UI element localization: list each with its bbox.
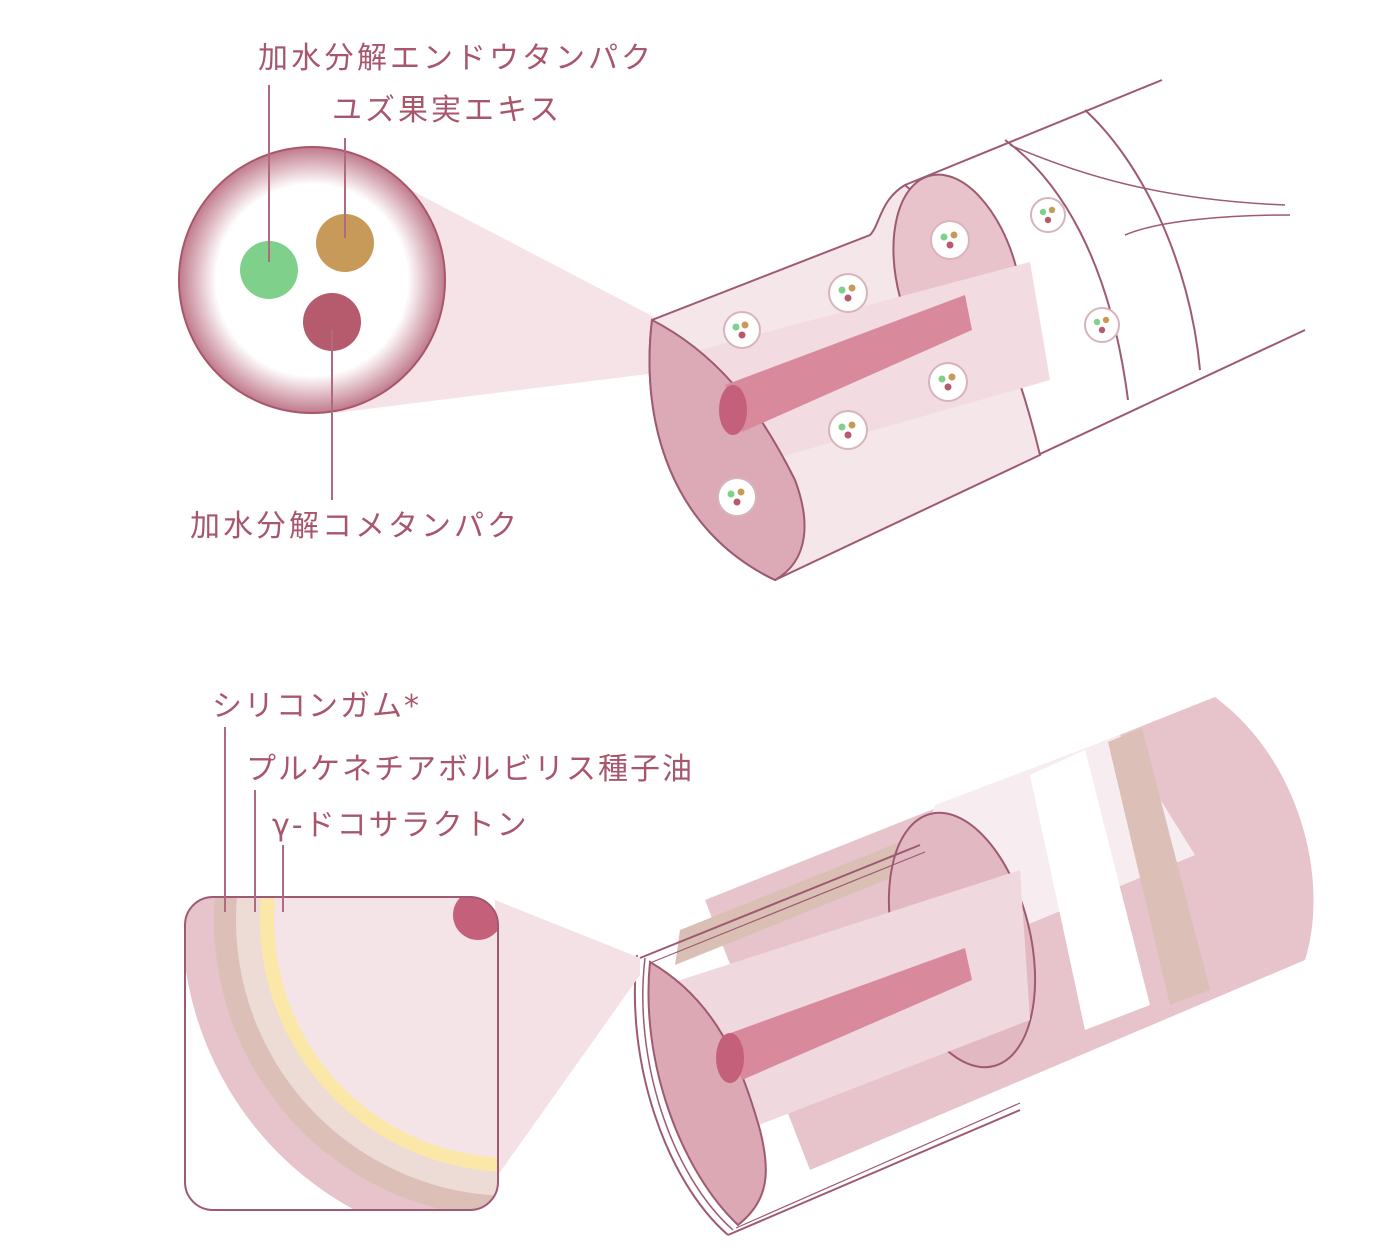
label-seed-oil: プルケネチアボルビリス種子油: [246, 752, 694, 787]
capsule-dots: [717, 197, 1120, 517]
core-rod-bottom: [716, 948, 972, 1083]
yuzu-extract-dot: [316, 214, 374, 272]
label-endo-protein: 加水分解エンドウタンパク: [258, 41, 654, 76]
leader-lines-bottom: [224, 727, 284, 912]
core-rod: [719, 295, 972, 435]
capsule-dot: [723, 311, 761, 349]
magnified-capsule: [178, 146, 446, 414]
capsule-dot: [1084, 307, 1120, 343]
magnified-layers: [184, 896, 499, 1211]
rice-protein-dot: [303, 293, 361, 351]
capsule-dot: [828, 273, 868, 313]
capsule-dot: [717, 477, 757, 517]
bottom-figure: シリコンガム* プルケネチアボルビリス種子油 γ-ドコサラクトン: [184, 689, 1314, 1236]
label-rice-protein: 加水分解コメタンパク: [190, 509, 520, 544]
top-figure: 加水分解エンドウタンパク ユズ果実エキス 加水分解コメタンパク: [178, 41, 1306, 582]
label-silicone-gum: シリコンガム*: [212, 689, 421, 724]
coated-hair-tube: [633, 697, 1314, 1236]
leader-lines: [268, 85, 346, 500]
capsule-dot: [828, 410, 868, 450]
capsule-dot: [930, 220, 970, 260]
label-yuzu-extract: ユズ果実エキス: [332, 93, 562, 128]
capsule-dot: [928, 362, 968, 402]
magnification-beam-bottom: [495, 900, 640, 1175]
label-docosalactone: γ-ドコサラクトン: [272, 808, 529, 843]
capsule-dot: [1030, 197, 1066, 233]
endo-protein-dot: [240, 241, 298, 299]
